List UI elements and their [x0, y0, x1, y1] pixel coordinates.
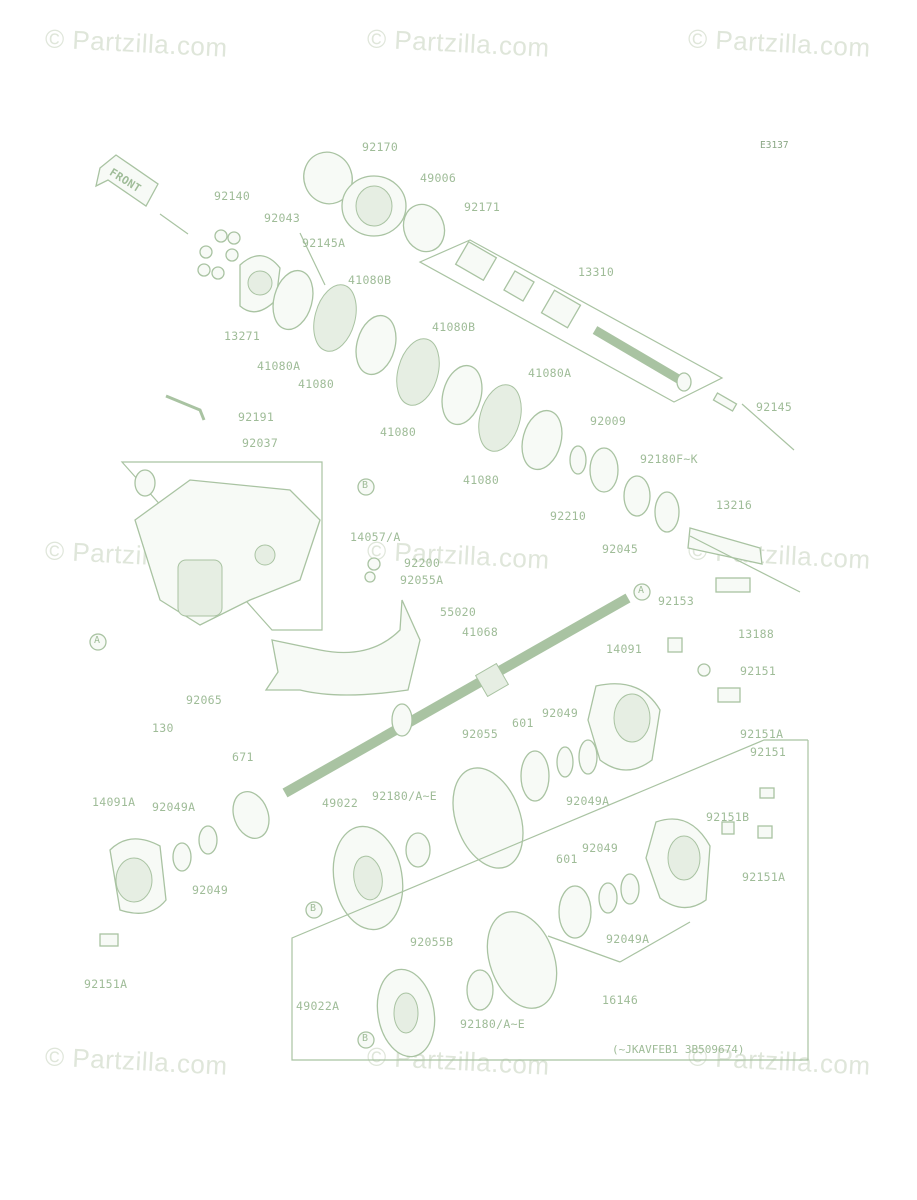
- callout-b-letter: B: [310, 903, 317, 914]
- part-label[interactable]: 13188: [738, 627, 775, 641]
- callout-b-letter: B: [362, 1033, 369, 1044]
- shaft-13188: [715, 577, 751, 593]
- part-label[interactable]: 92170: [362, 140, 399, 154]
- front-arrow-icon: [95, 154, 189, 235]
- pinion-shaft: [687, 527, 801, 593]
- bearings-upper: [452, 739, 598, 869]
- part-label[interactable]: 92055B: [410, 935, 454, 949]
- part-label[interactable]: 92180/A~E: [372, 789, 438, 803]
- part-label[interactable]: 92151B: [706, 810, 750, 824]
- part-label[interactable]: 601: [556, 852, 578, 866]
- part-label[interactable]: 92191: [238, 410, 275, 424]
- callout-b-lower: [357, 1031, 375, 1049]
- guard-plate: [264, 599, 421, 696]
- part-label[interactable]: 92171: [464, 200, 501, 214]
- callout-b-middle: [305, 901, 323, 919]
- part-label[interactable]: 92055: [462, 727, 499, 741]
- part-label[interactable]: 16146: [602, 993, 639, 1007]
- part-label[interactable]: 92049A: [606, 932, 650, 946]
- part-label[interactable]: 92180F~K: [640, 452, 698, 466]
- part-label[interactable]: 41080: [380, 425, 417, 439]
- final-gear-case: [120, 461, 381, 631]
- part-label[interactable]: 55020: [440, 605, 477, 619]
- callout-a-upper: [633, 583, 651, 601]
- part-label[interactable]: 92180/A~E: [460, 1017, 526, 1031]
- part-label[interactable]: 49022: [322, 796, 359, 810]
- ring-gear-49022: [332, 825, 404, 931]
- part-label[interactable]: 130: [152, 721, 174, 735]
- o-rings: [232, 791, 431, 868]
- part-label[interactable]: 13310: [578, 265, 615, 279]
- part-label[interactable]: 92145: [756, 400, 793, 414]
- steel-balls: [197, 229, 241, 280]
- part-label[interactable]: 41080A: [528, 366, 572, 380]
- part-label[interactable]: 14057/A: [350, 530, 401, 544]
- part-label[interactable]: 92065: [186, 693, 223, 707]
- part-label[interactable]: 92055A: [400, 573, 444, 587]
- part-label[interactable]: 13216: [716, 498, 753, 512]
- part-label[interactable]: 92151: [750, 745, 787, 759]
- part-label[interactable]: 41080: [298, 377, 335, 391]
- callout-b-upper: [357, 478, 375, 496]
- part-label[interactable]: 92009: [590, 414, 627, 428]
- part-label[interactable]: 92037: [242, 436, 279, 450]
- callout-a-lower: [89, 633, 107, 651]
- diagram-reference: E3137: [760, 140, 789, 151]
- part-label[interactable]: 92151A: [84, 977, 128, 991]
- inset-parts: [376, 787, 775, 1058]
- part-label[interactable]: 92151A: [740, 727, 784, 741]
- serial-note: (~JKAVFEB1 3B509674): [612, 1043, 745, 1056]
- gear-housing-14091: [587, 637, 741, 771]
- part-label[interactable]: 601: [512, 716, 534, 730]
- oil-seals: [569, 445, 680, 533]
- propeller-shaft: [418, 239, 724, 403]
- drive-shaft: [282, 593, 631, 798]
- boot-assembly: [303, 151, 446, 253]
- gear-housing-14091A: [99, 825, 218, 947]
- part-label[interactable]: 14091A: [92, 795, 136, 809]
- bolt-92191: [165, 394, 206, 421]
- part-label[interactable]: 41080: [463, 473, 500, 487]
- part-label[interactable]: 92153: [658, 594, 695, 608]
- part-label[interactable]: 92151: [740, 664, 777, 678]
- part-label[interactable]: 92049: [582, 841, 619, 855]
- part-label[interactable]: 41068: [462, 625, 499, 639]
- part-label[interactable]: 92140: [214, 189, 251, 203]
- part-label[interactable]: 92049A: [152, 800, 196, 814]
- part-label[interactable]: 41080A: [257, 359, 301, 373]
- pressure-plate: [239, 232, 326, 313]
- part-label[interactable]: 92043: [264, 211, 301, 225]
- part-label[interactable]: 92200: [404, 556, 441, 570]
- clutch-plates: [272, 269, 563, 471]
- part-label[interactable]: 41080B: [432, 320, 476, 334]
- part-label[interactable]: 41080B: [348, 273, 392, 287]
- callout-a-letter: A: [94, 635, 101, 646]
- part-label[interactable]: 671: [232, 750, 254, 764]
- part-label[interactable]: 13271: [224, 329, 261, 343]
- callout-a-letter: A: [638, 585, 645, 596]
- part-label[interactable]: 92145A: [302, 236, 346, 250]
- part-label[interactable]: 92049: [542, 706, 579, 720]
- callout-b-letter: B: [362, 480, 369, 491]
- part-label[interactable]: 92049: [192, 883, 229, 897]
- part-label[interactable]: 92210: [550, 509, 587, 523]
- pin: [712, 392, 795, 451]
- variant-inset-box: [291, 739, 809, 1061]
- part-label[interactable]: 14091: [606, 642, 643, 656]
- part-label[interactable]: 92151A: [742, 870, 786, 884]
- part-label[interactable]: 92049A: [566, 794, 610, 808]
- part-label[interactable]: 49006: [420, 171, 457, 185]
- part-label[interactable]: 49022A: [296, 999, 340, 1013]
- part-label[interactable]: 92045: [602, 542, 639, 556]
